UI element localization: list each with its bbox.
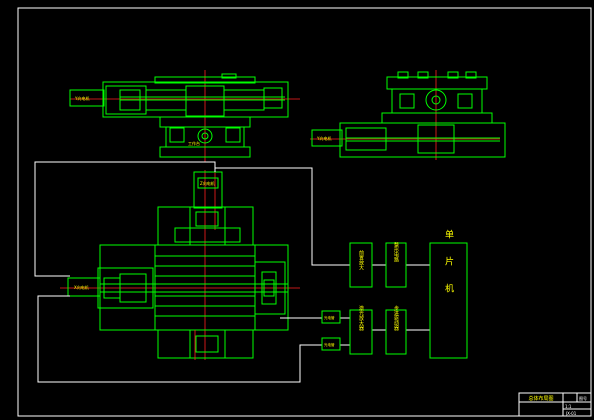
title-text: 总体布局图 [528, 395, 553, 402]
svg-text:单片机: 单片机 [443, 228, 454, 310]
svg-text:光电管: 光电管 [324, 315, 335, 320]
wiring [34, 161, 430, 383]
sensor-a: 光电管 [321, 310, 341, 324]
block-laser-amp: 激光放大器 [349, 305, 373, 355]
top-right-view: Y向电机 [310, 70, 506, 160]
motor-main-label: X向电机 [74, 284, 89, 290]
block-shaping: 整形电路 [385, 241, 407, 288]
top-left-view: Y向电机 工作台 [69, 70, 300, 162]
block-mcu: 单片机 [429, 228, 468, 359]
svg-text:整形电路: 整形电路 [393, 241, 399, 263]
svg-text:激光放大器: 激光放大器 [358, 305, 364, 332]
motor-right-label: Y向电机 [316, 135, 331, 141]
main-plan-view: Z向电机 X向电机 [60, 170, 300, 360]
sensor-b: 光电管 [321, 337, 341, 351]
svg-text:步进驱动器: 步进驱动器 [393, 306, 399, 332]
spindle-label: Z向电机 [200, 180, 215, 186]
title-block: 总体布局图 1:1 图号 JX-01 [518, 392, 592, 417]
motor-top-label: Y向电机 [74, 95, 89, 101]
drawing-border [17, 7, 592, 417]
block-amp-front: 前置放大 [349, 242, 373, 288]
svg-text:光电管: 光电管 [324, 342, 335, 347]
block-driver: 步进驱动器 [385, 306, 407, 355]
sheet-text: 图号 [579, 395, 587, 401]
base-label: 工作台 [188, 140, 200, 146]
scale-text: 1:1 [565, 404, 572, 409]
svg-text:前置放大: 前置放大 [358, 249, 364, 271]
code-text: JX-01 [565, 411, 577, 416]
